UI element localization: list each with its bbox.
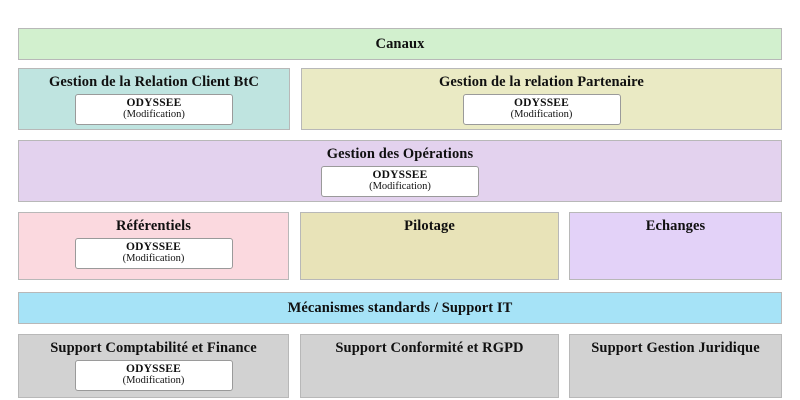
block-title: Gestion des Opérations — [326, 146, 474, 162]
block-gestion-relation-client-btc[interactable]: Gestion de la Relation Client BtC ODYSSE… — [18, 68, 290, 130]
block-pilotage[interactable]: Pilotage — [300, 212, 559, 280]
application-state: (Modification) — [510, 109, 573, 121]
block-referentiels[interactable]: Référentiels ODYSSEE (Modification) — [18, 212, 289, 280]
block-title: Gestion de la Relation Client BtC — [49, 74, 259, 90]
block-title: Gestion de la relation Partenaire — [439, 74, 644, 90]
application-state: (Modification) — [122, 375, 185, 387]
row-operations: Gestion des Opérations ODYSSEE (Modifica… — [18, 140, 782, 202]
block-title: Pilotage — [404, 218, 455, 234]
block-title: Canaux — [375, 36, 425, 52]
row-canaux: Canaux — [18, 28, 782, 60]
block-title: Support Conformité et RGPD — [335, 340, 524, 356]
block-echanges[interactable]: Echanges — [569, 212, 782, 280]
application-box-odyssee[interactable]: ODYSSEE (Modification) — [74, 237, 233, 270]
row-support: Support Comptabilité et Finance ODYSSEE … — [18, 334, 782, 398]
application-state: (Modification) — [123, 109, 185, 121]
application-state: (Modification) — [122, 253, 185, 265]
row-relation: Gestion de la Relation Client BtC ODYSSE… — [18, 68, 782, 130]
block-title: Référentiels — [115, 218, 191, 234]
row-mecanismes: Mécanismes standards / Support IT — [18, 292, 782, 324]
application-box-odyssee[interactable]: ODYSSEE (Modification) — [74, 359, 233, 392]
application-name: ODYSSEE — [126, 96, 182, 109]
block-title: Support Gestion Juridique — [591, 340, 760, 356]
application-name: ODYSSEE — [125, 240, 182, 253]
block-title: Support Comptabilité et Finance — [50, 340, 257, 356]
block-canaux[interactable]: Canaux — [18, 28, 782, 60]
application-name: ODYSSEE — [125, 362, 182, 375]
block-mecanismes-standards-support-it[interactable]: Mécanismes standards / Support IT — [18, 292, 782, 324]
block-support-comptabilite-et-finance[interactable]: Support Comptabilité et Finance ODYSSEE … — [18, 334, 289, 398]
block-support-gestion-juridique[interactable]: Support Gestion Juridique — [569, 334, 782, 398]
application-name: ODYSSEE — [372, 168, 428, 181]
block-title: Mécanismes standards / Support IT — [287, 300, 513, 316]
column-gap — [559, 334, 569, 398]
column-gap — [289, 334, 300, 398]
application-box-odyssee[interactable]: ODYSSEE (Modification) — [75, 93, 233, 126]
column-gap — [289, 212, 300, 280]
application-state: (Modification) — [369, 181, 431, 193]
application-box-odyssee[interactable]: ODYSSEE (Modification) — [462, 93, 621, 126]
block-title: Echanges — [645, 218, 706, 234]
column-gap — [559, 212, 569, 280]
block-support-conformite-et-rgpd[interactable]: Support Conformité et RGPD — [300, 334, 559, 398]
application-box-odyssee[interactable]: ODYSSEE (Modification) — [321, 165, 479, 198]
block-gestion-relation-partenaire[interactable]: Gestion de la relation Partenaire ODYSSE… — [301, 68, 782, 130]
application-name: ODYSSEE — [513, 96, 570, 109]
row-referentiels: Référentiels ODYSSEE (Modification) Pilo… — [18, 212, 782, 280]
column-gap — [290, 68, 301, 130]
block-gestion-des-operations[interactable]: Gestion des Opérations ODYSSEE (Modifica… — [18, 140, 782, 202]
